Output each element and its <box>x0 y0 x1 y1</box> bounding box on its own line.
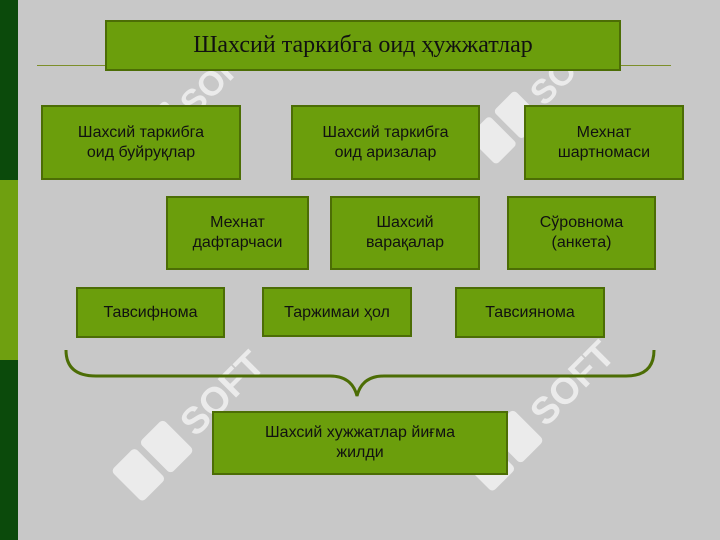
side-stripe-middle <box>0 180 18 360</box>
node-personal-sheets: Шахсий варақалар <box>330 196 480 270</box>
node-characteristic: Тавсифнома <box>76 287 225 338</box>
node-questionnaire: Сўровнома (анкета) <box>507 196 656 270</box>
node-biography: Таржимаи ҳол <box>262 287 412 337</box>
node-personnel-orders: Шахсий таркибга оид буйруқлар <box>41 105 241 180</box>
node-recommendation: Тавсиянома <box>455 287 605 338</box>
node-personnel-applications: Шахсий таркибга оид аризалар <box>291 105 480 180</box>
node-workbook: Мехнат дафтарчаси <box>166 196 309 270</box>
side-stripe-bottom <box>0 360 18 540</box>
diagram-title: Шахсий таркибга оид ҳужжатлар <box>105 20 621 71</box>
side-stripe-top <box>0 0 18 180</box>
node-labor-contract: Мехнат шартномаси <box>524 105 684 180</box>
node-personal-documents-collection: Шахсий хужжатлар йиғма жилди <box>212 411 508 475</box>
